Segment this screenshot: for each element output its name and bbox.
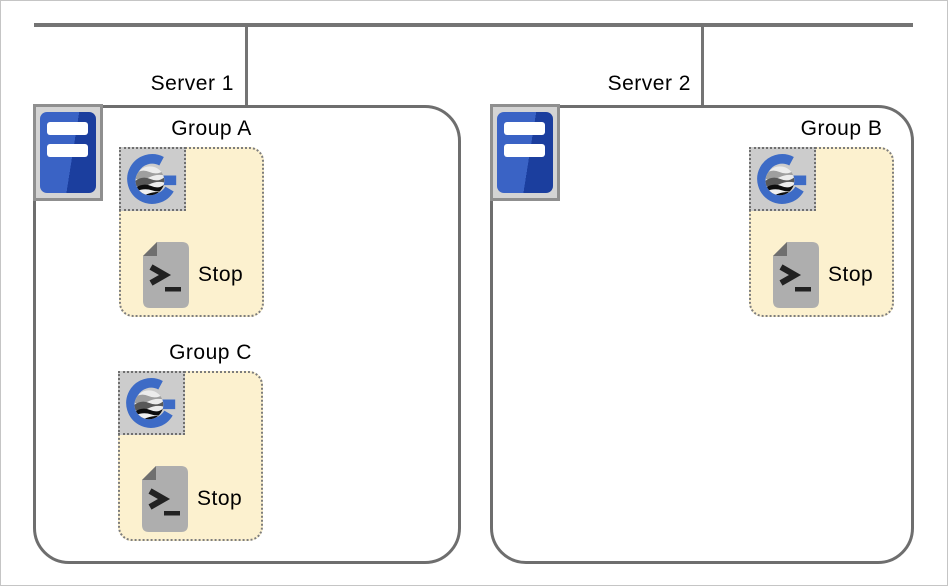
stop-label: Stop xyxy=(828,263,874,286)
server-tower xyxy=(40,112,96,193)
glassfish-g-icon xyxy=(125,151,181,207)
shell-script-icon xyxy=(773,242,819,308)
glassfish-g-icon xyxy=(124,375,180,431)
glassfish-logo-plate xyxy=(119,147,186,211)
stop-label: Stop xyxy=(197,487,243,510)
group-a-box: Group A Stop xyxy=(119,117,264,317)
server2-label: Server 2 xyxy=(607,72,691,95)
group-a-label: Group A xyxy=(171,117,252,140)
stop-script-item: Stop xyxy=(773,242,873,308)
group-b-label: Group B xyxy=(800,117,883,140)
server-tower xyxy=(497,112,553,193)
server2-connector-line xyxy=(701,25,704,107)
glassfish-g-icon xyxy=(755,151,811,207)
network-bus-line xyxy=(34,23,913,27)
shell-script-icon xyxy=(143,242,189,308)
stop-script-item: Stop xyxy=(142,466,242,532)
server-tower-icon xyxy=(490,104,560,201)
server-tower-slot xyxy=(504,122,545,135)
stop-script-item: Stop xyxy=(143,242,243,308)
server-tower-slot xyxy=(47,144,88,157)
server1-connector-line xyxy=(245,25,248,107)
shell-script-icon xyxy=(142,466,188,532)
group-c-box: Group C Stop xyxy=(118,341,263,541)
server-tower-slot xyxy=(47,122,88,135)
server1-label: Server 1 xyxy=(150,72,234,95)
stop-label: Stop xyxy=(198,263,244,286)
group-b-box: Group B Stop xyxy=(749,117,894,317)
server-tower-icon xyxy=(33,104,103,201)
group-c-label: Group C xyxy=(169,341,252,364)
server-tower-slot xyxy=(504,144,545,157)
glassfish-logo-plate xyxy=(118,371,185,435)
glassfish-logo-plate xyxy=(749,147,816,211)
